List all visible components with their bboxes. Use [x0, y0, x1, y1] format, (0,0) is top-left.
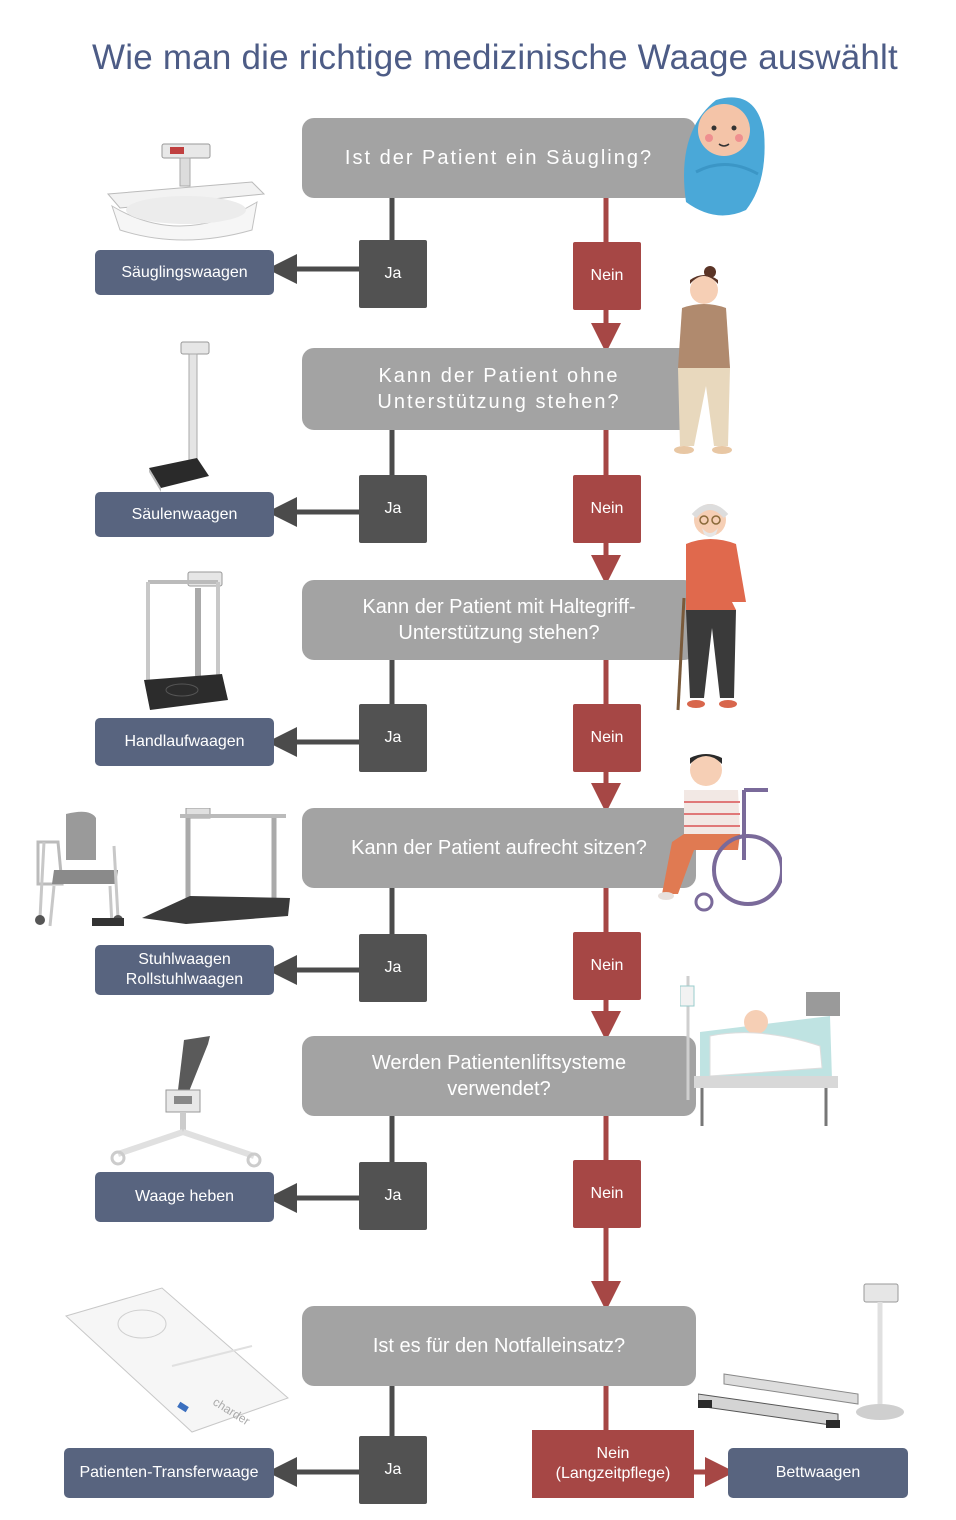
handrail-scale-image [144, 571, 228, 710]
woman-standing-illustration [674, 266, 732, 454]
question-sit-upright: Kann der Patient aufrecht sitzen? [302, 808, 696, 888]
elderly-man-illustration [676, 504, 746, 711]
result-transfer-scale: Patienten-Transferwaage [64, 1448, 274, 1498]
baby-illustration [684, 97, 765, 216]
no-longterm-label: Nein [596, 1445, 630, 1462]
question-emergency: Ist es für den Notfalleinsatz? [302, 1306, 696, 1386]
no-box-4: Nein [573, 932, 641, 1000]
wheelchair-scale-image [142, 808, 290, 924]
no-box-1: Nein [573, 242, 641, 310]
no-box-2: Nein [573, 475, 641, 543]
no-longterm-sublabel: (Langzeitpflege) [555, 1465, 671, 1482]
result-lift-scale: Waage heben [95, 1172, 274, 1222]
yes-box-2: Ja [359, 475, 427, 543]
question-patient-lift: Werden Patientenliftsysteme verwendet? [302, 1036, 696, 1116]
result-column-scales: Säulenwaagen [95, 492, 274, 537]
yes-box-3: Ja [359, 704, 427, 772]
no-box-5: Nein [573, 1160, 641, 1228]
yes-box-5: Ja [359, 1162, 427, 1230]
result-bed-scales: Bettwaagen [728, 1448, 908, 1498]
page-title: Wie man die richtige medizinische Waage … [92, 38, 898, 77]
hospital-bed-illustration [680, 976, 840, 1126]
chair-scale-image [35, 811, 124, 927]
yes-box-1: Ja [359, 240, 427, 308]
column-scale-image [149, 341, 210, 492]
result-chair-wheelchair-scales: Stuhlwaagen Rollstuhlwaagen [95, 945, 274, 995]
no-box-3: Nein [573, 704, 641, 772]
result-handrail-scales: Handlaufwaagen [95, 718, 274, 766]
bed-scale-image [698, 1283, 904, 1428]
no-box-longterm-care: Nein (Langzeitpflege) [532, 1430, 694, 1498]
infant-scale-image [106, 143, 266, 241]
transfer-scale-image: charder [65, 1287, 289, 1433]
question-infant: Ist der Patient ein Säugling? [302, 118, 696, 198]
question-stand-handrail: Kann der Patient mit Haltegriff-Unterstü… [302, 580, 696, 660]
yes-box-6: Ja [359, 1436, 427, 1504]
lift-scale-image [110, 1036, 262, 1168]
result-infant-scales: Säuglingswaagen [95, 250, 274, 295]
yes-box-4: Ja [359, 934, 427, 1002]
question-stand-unsupported: Kann der Patient ohne Unterstützung steh… [302, 348, 696, 430]
wheelchair-man-illustration [658, 754, 782, 912]
